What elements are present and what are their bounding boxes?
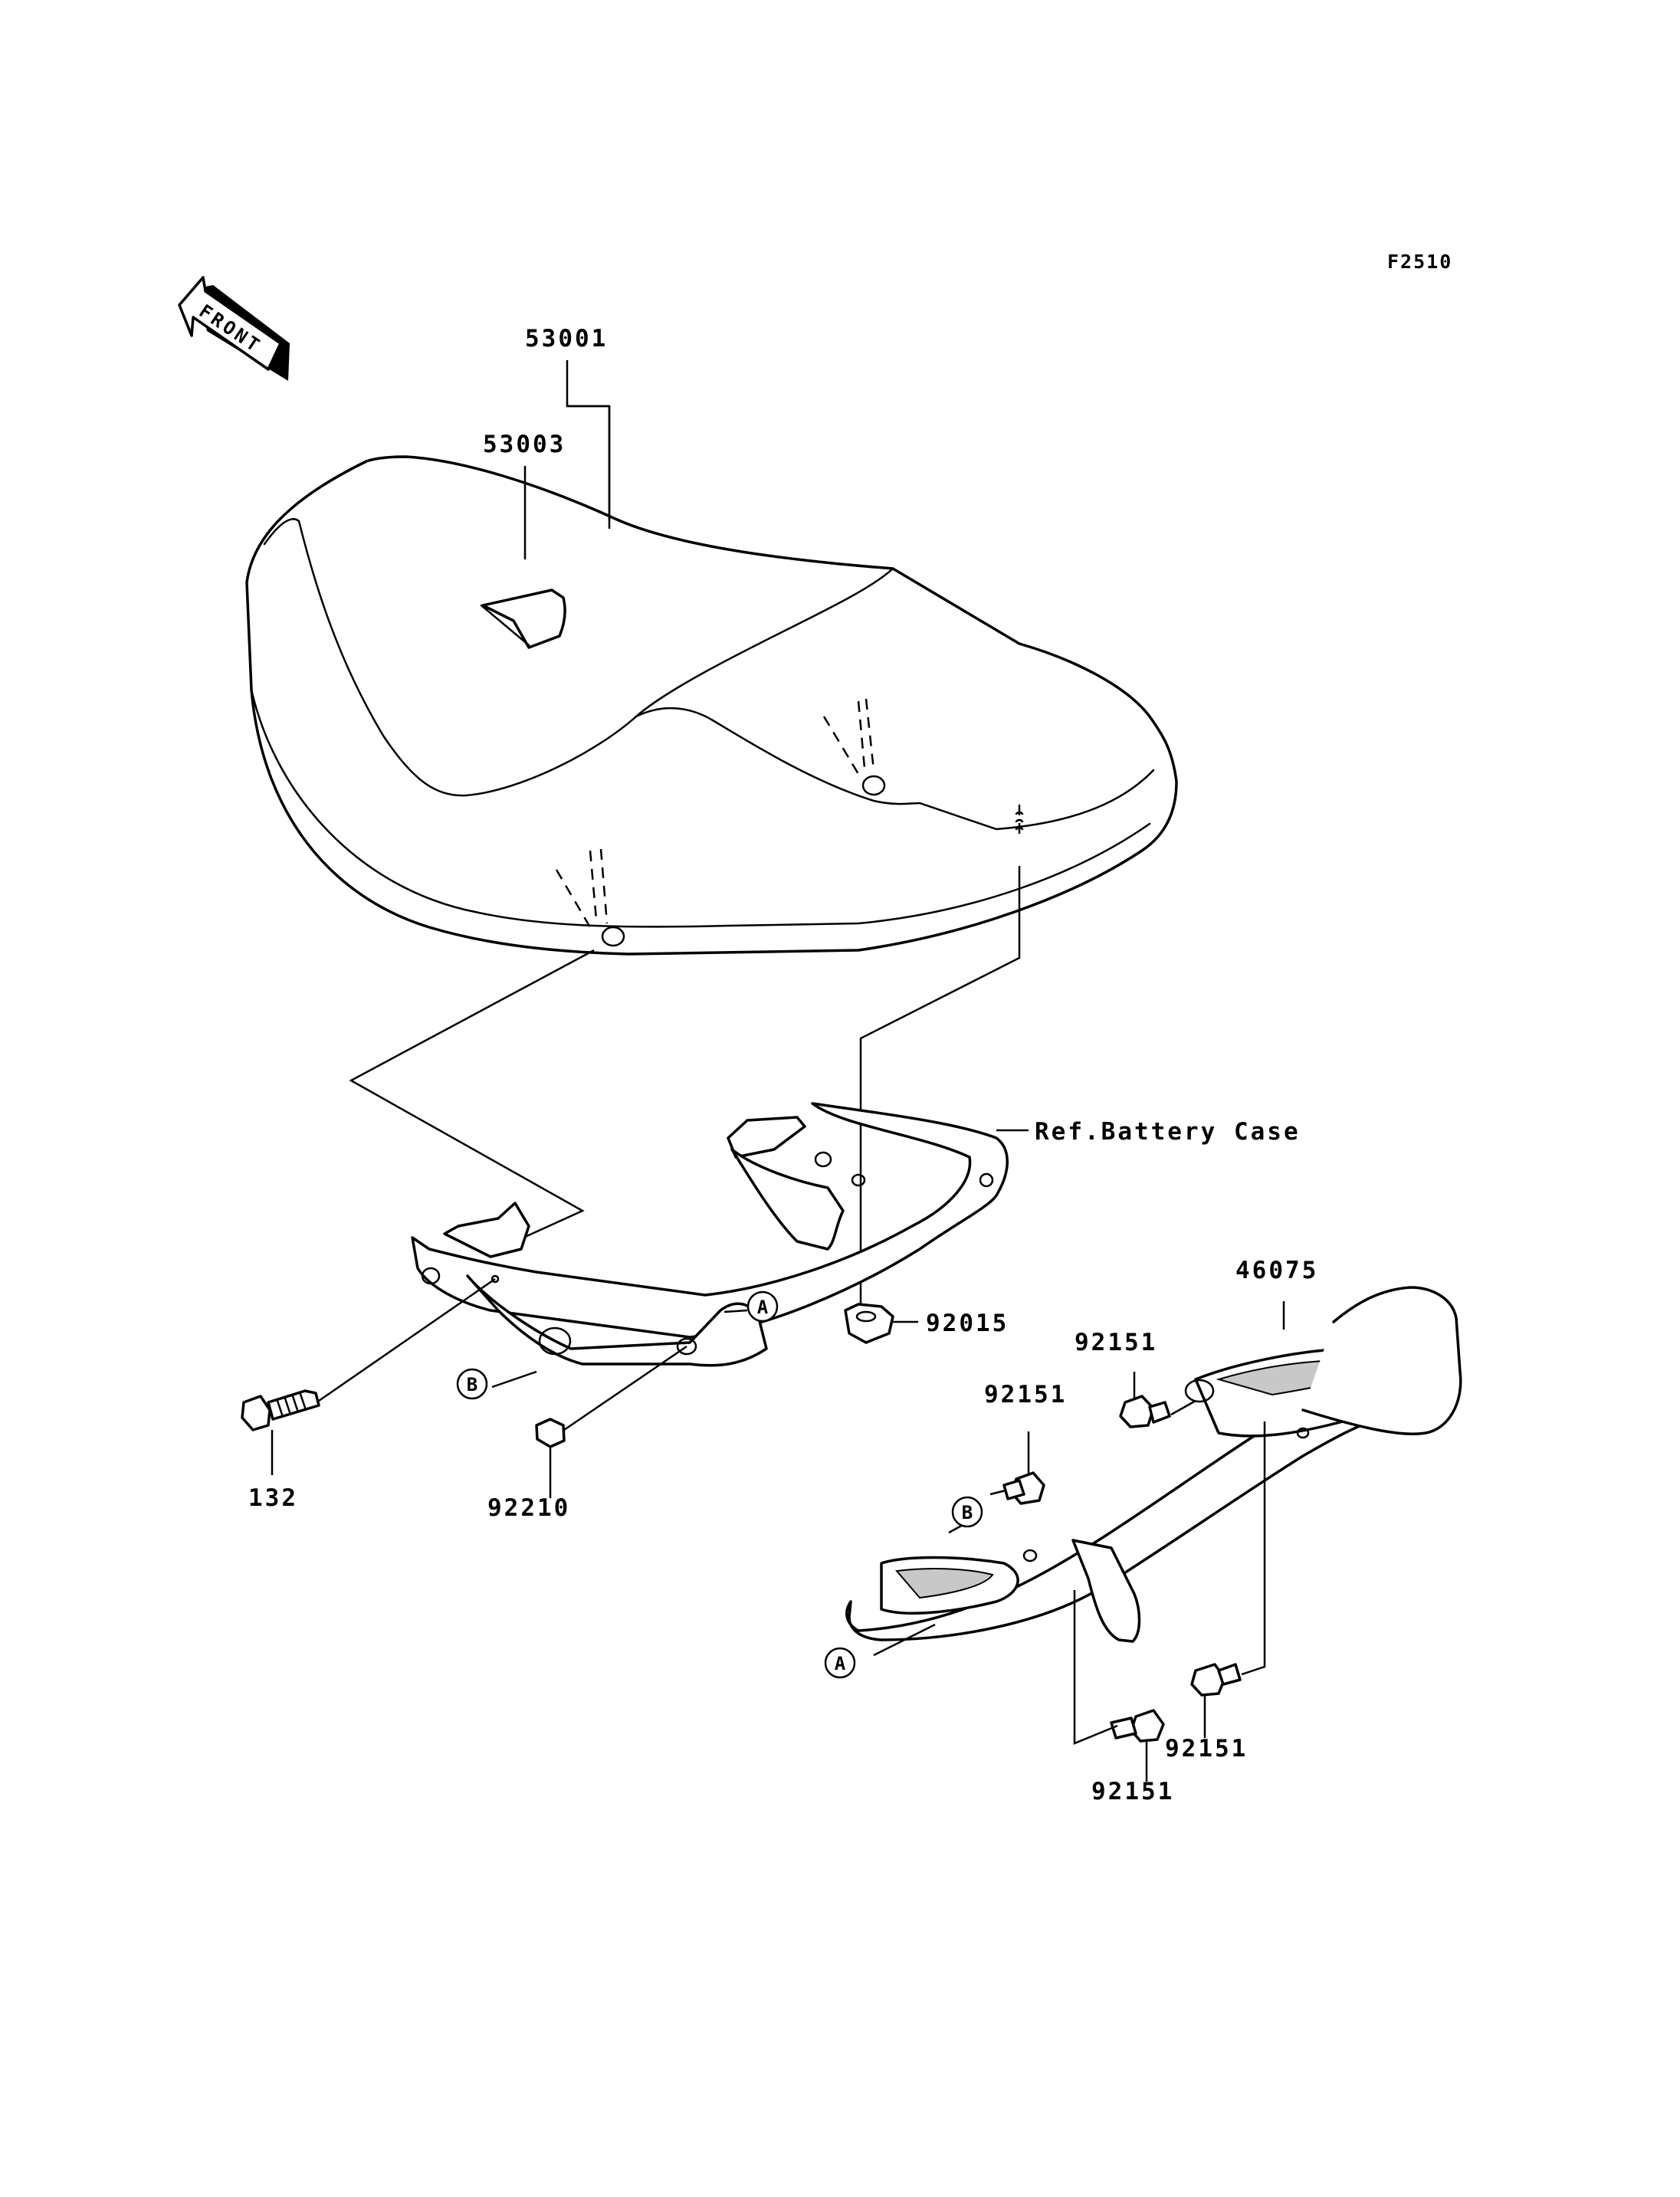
svg-text:A: A [835,1653,846,1674]
svg-text:B: B [467,1374,477,1395]
part-label-46075: 46075 [1235,1257,1318,1284]
seat-bracket-drawing [411,1102,1009,1367]
reference-note-battery-case: Ref.Battery Case [1035,1118,1301,1146]
marker-b-frame: B [456,1368,488,1400]
frame-leaders [271,1129,1029,1498]
rail-leaders [873,1301,1285,1782]
front-direction-arrow-icon: FRONT [178,276,290,381]
rail-bolt-2-drawing [1002,1471,1045,1505]
part-label-92015: 92015 [926,1310,1009,1337]
part-label-92151-mid: 92151 [984,1381,1067,1408]
part-label-92210: 92210 [487,1494,570,1522]
grab-rail-drawing [845,1286,1462,1643]
part-label-92151-top: 92151 [1075,1329,1157,1356]
rail-bolt-4-drawing [1110,1709,1165,1743]
marker-a-rail: A [824,1647,856,1679]
svg-text:B: B [962,1502,973,1523]
bolt-132-drawing [241,1389,320,1431]
rail-bolt-3-drawing [1190,1663,1242,1697]
part-label-132: 132 [248,1484,298,1512]
svg-text:A: A [757,1297,769,1318]
part-label-92151-bottom: 92151 [1091,1778,1174,1805]
bolt-92210-drawing [535,1418,566,1448]
nut-92015-drawing [844,1303,894,1344]
marker-b-rail: B [951,1496,983,1528]
rail-bolt-1-drawing [1119,1395,1171,1428]
marker-a-frame: A [746,1290,779,1323]
seat-drawing [245,455,1178,956]
part-label-92151-right: 92151 [1165,1735,1248,1763]
figure-code: F2510 [1387,251,1452,273]
part-label-53003: 53003 [483,431,566,458]
part-label-53001: 53001 [525,325,608,353]
